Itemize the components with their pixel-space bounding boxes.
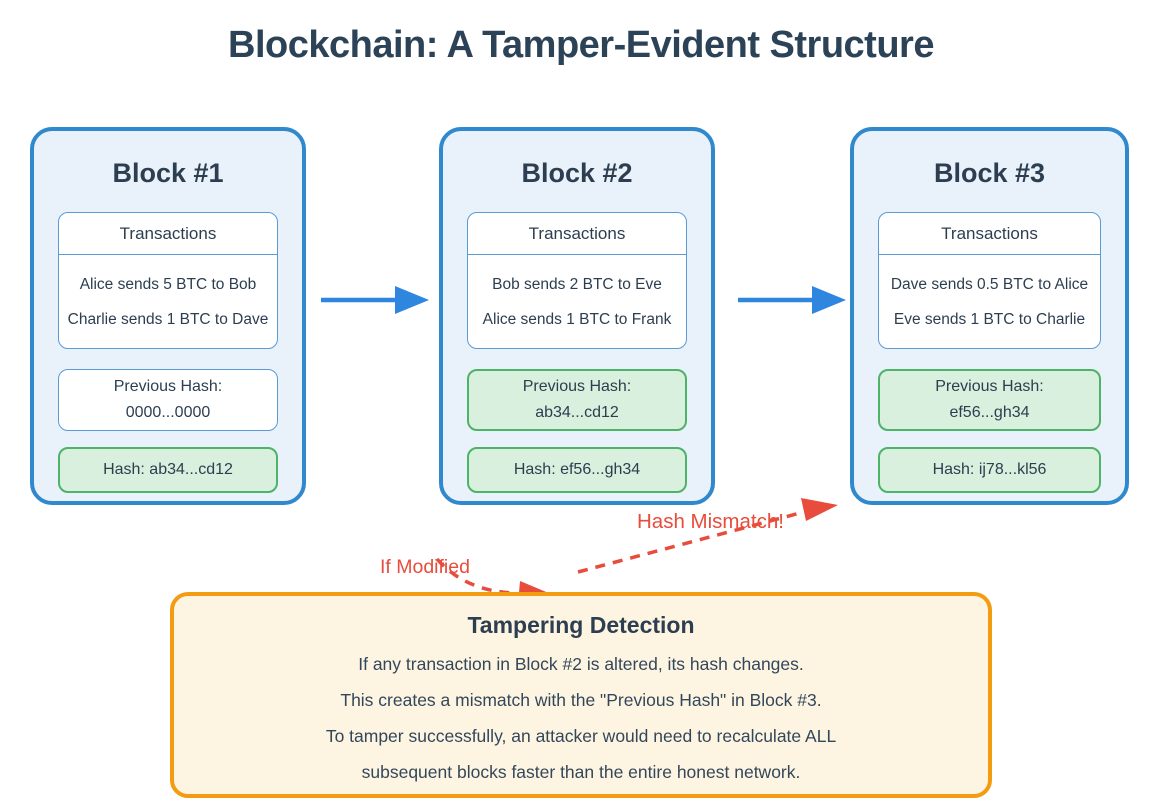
block-2: Block #2 Transactions Bob sends 2 BTC to… bbox=[439, 127, 715, 505]
block-2-transactions-box: Transactions Bob sends 2 BTC to Eve Alic… bbox=[467, 212, 687, 349]
hash-value: Hash: ab34...cd12 bbox=[103, 461, 233, 478]
tampering-line: To tamper successfully, an attacker woul… bbox=[325, 726, 837, 746]
block-1-hash-box: Hash: ab34...cd12 bbox=[58, 447, 278, 493]
block-1-title: Block #1 bbox=[112, 158, 224, 188]
chain-arrow-1-icon bbox=[321, 286, 429, 314]
transaction-row: Charlie sends 1 BTC to Dave bbox=[67, 311, 269, 328]
previous-hash-label: Previous Hash: bbox=[113, 378, 223, 395]
tampering-line: subsequent blocks faster than the entire… bbox=[361, 762, 801, 782]
transaction-row: Eve sends 1 BTC to Charlie bbox=[893, 311, 1086, 328]
tampering-detection-box: Tampering Detection If any transaction i… bbox=[170, 592, 992, 798]
transaction-row: Alice sends 1 BTC to Frank bbox=[482, 311, 672, 328]
block-2-hash-box: Hash: ef56...gh34 bbox=[467, 447, 687, 493]
block-3: Block #3 Transactions Dave sends 0.5 BTC… bbox=[850, 127, 1129, 505]
transaction-row: Bob sends 2 BTC to Eve bbox=[492, 276, 662, 293]
previous-hash-value: ef56...gh34 bbox=[949, 404, 1030, 421]
block-2-transactions-list: Bob sends 2 BTC to Eve Alice sends 1 BTC… bbox=[468, 255, 686, 347]
block-3-title: Block #3 bbox=[933, 158, 1046, 188]
hash-value: Hash: ij78...kl56 bbox=[932, 461, 1047, 478]
previous-hash-value: ab34...cd12 bbox=[535, 404, 619, 421]
tampering-detection-body: If any transaction in Block #2 is altere… bbox=[174, 646, 988, 790]
block-3-transactions-header: Transactions bbox=[879, 213, 1100, 255]
previous-hash-label: Previous Hash: bbox=[522, 378, 632, 395]
hash-value: Hash: ef56...gh34 bbox=[513, 461, 641, 478]
block-3-transactions-box: Transactions Dave sends 0.5 BTC to Alice… bbox=[878, 212, 1101, 349]
transaction-row: Dave sends 0.5 BTC to Alice bbox=[890, 276, 1089, 293]
tampering-line: If any transaction in Block #2 is altere… bbox=[358, 654, 804, 674]
transaction-row: Alice sends 5 BTC to Bob bbox=[79, 276, 257, 293]
block-3-previous-hash-box: Previous Hash: ef56...gh34 bbox=[878, 369, 1101, 431]
previous-hash-label: Previous Hash: bbox=[935, 378, 1044, 395]
if-modified-label: If Modified bbox=[380, 556, 470, 578]
block-2-transactions-header: Transactions bbox=[468, 213, 686, 255]
block-1-previous-hash-box: Previous Hash: 0000...0000 bbox=[58, 369, 278, 431]
block-2-title: Block #2 bbox=[521, 158, 633, 188]
block-2-previous-hash-box: Previous Hash: ab34...cd12 bbox=[467, 369, 687, 431]
block-1-transactions-box: Transactions Alice sends 5 BTC to Bob Ch… bbox=[58, 212, 278, 349]
tampering-line: This creates a mismatch with the "Previo… bbox=[340, 690, 822, 710]
tampering-detection-title: Tampering Detection bbox=[467, 612, 695, 638]
page-title: Blockchain: A Tamper-Evident Structure bbox=[228, 24, 934, 66]
hash-mismatch-label: Hash Mismatch! bbox=[637, 510, 784, 533]
block-1-transactions-header: Transactions bbox=[59, 213, 277, 255]
block-1: Block #1 Transactions Alice sends 5 BTC … bbox=[30, 127, 306, 505]
chain-arrow-2-icon bbox=[738, 286, 846, 314]
block-3-transactions-list: Dave sends 0.5 BTC to Alice Eve sends 1 … bbox=[879, 255, 1100, 347]
previous-hash-value: 0000...0000 bbox=[125, 404, 211, 421]
block-3-hash-box: Hash: ij78...kl56 bbox=[878, 447, 1101, 493]
block-1-transactions-list: Alice sends 5 BTC to Bob Charlie sends 1… bbox=[59, 255, 277, 347]
